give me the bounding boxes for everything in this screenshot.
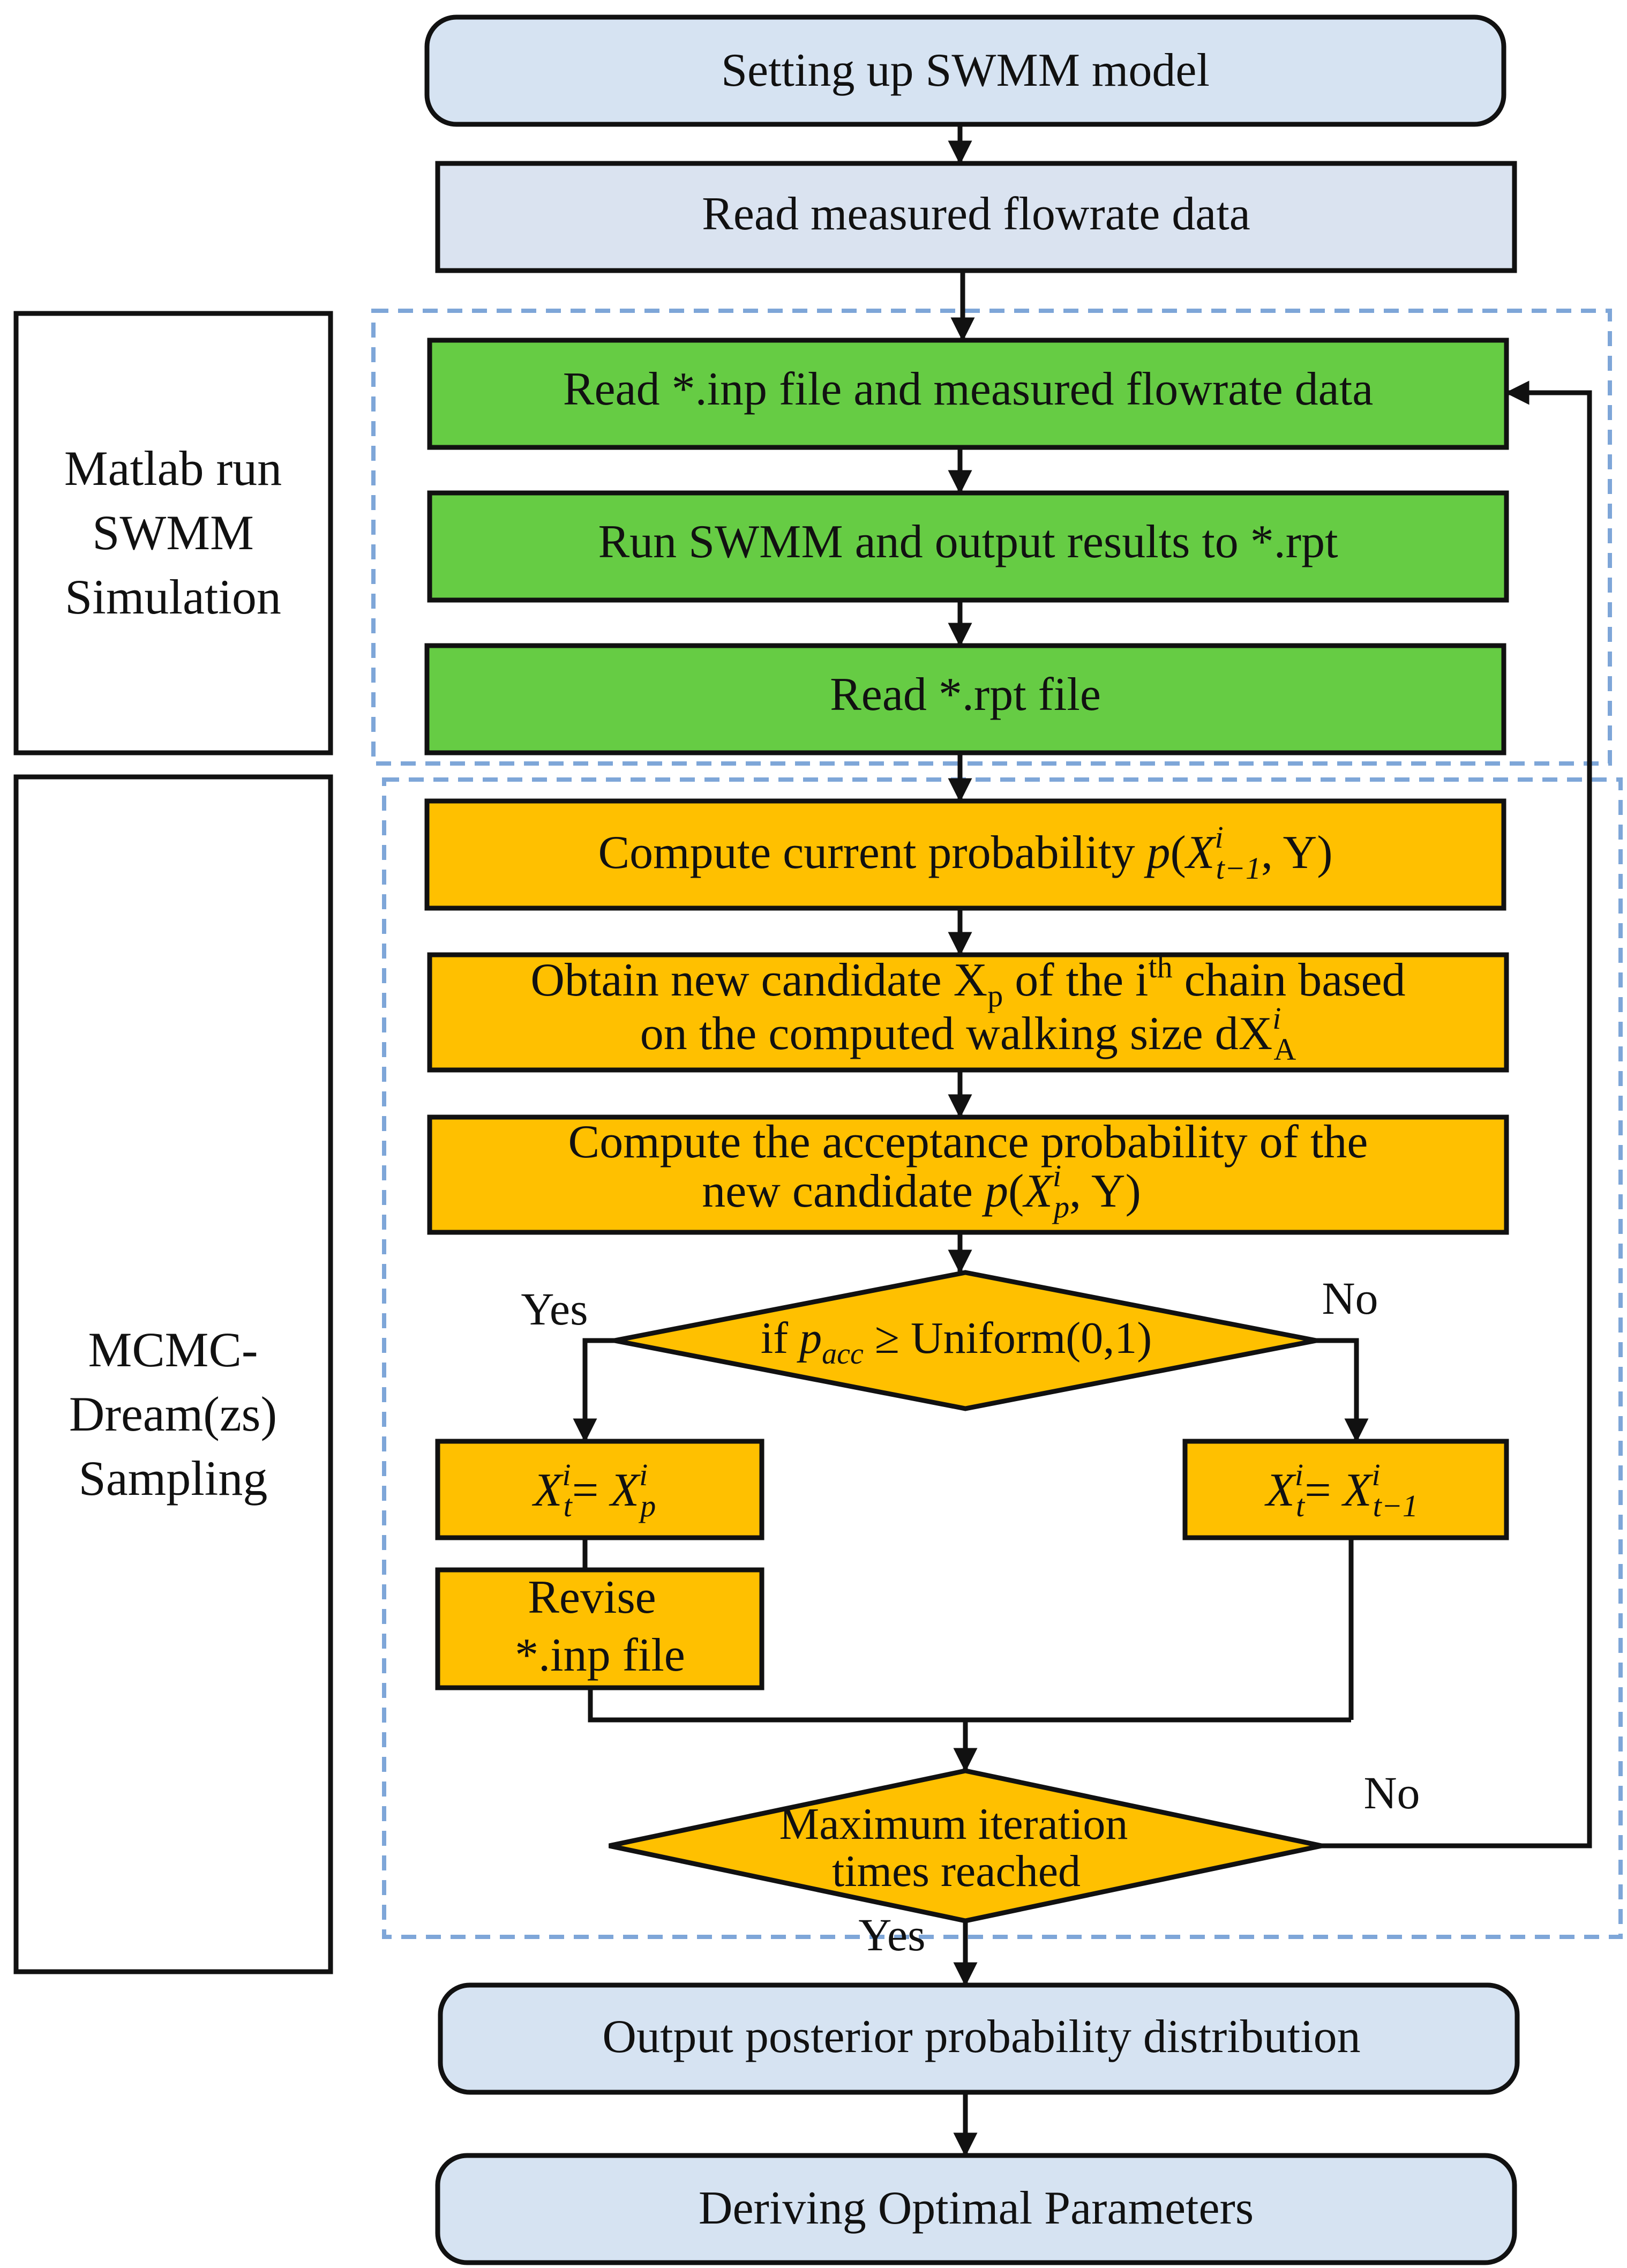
decision-max-line2: times reached — [832, 1846, 1081, 1896]
read-measured-node — [435, 161, 1517, 273]
no-max-label: No — [1363, 1767, 1420, 1818]
mcmc-label-line2: Dream(zs) — [69, 1387, 277, 1441]
accept-assign-node — [435, 1439, 764, 1540]
output-node — [438, 1982, 1520, 2095]
output-label: Output posterior probability distributio… — [602, 2011, 1360, 2063]
run-swmm-label: Run SWMM and output results to *.rpt — [598, 516, 1338, 568]
read-rpt-node — [424, 643, 1506, 755]
matlab-label-box — [13, 311, 333, 755]
compute-current-node — [424, 798, 1506, 911]
revise-line2: *.inp file — [515, 1629, 685, 1681]
mcmc-label-line3: Sampling — [79, 1451, 268, 1506]
read-inp-node — [427, 338, 1509, 450]
yes-max-label: Yes — [858, 1909, 925, 1960]
reject-assign-node — [1182, 1439, 1509, 1540]
setup-node — [424, 14, 1506, 127]
obtain-candidate-line1: Obtain new candidate Xp of the ith chain… — [530, 949, 1405, 1013]
read-inp-label: Read *.inp file and measured flowrate da… — [563, 363, 1374, 415]
revise-line1: Revise — [528, 1571, 656, 1623]
edge-revise-to-merge — [588, 1688, 1351, 1723]
revise-node — [435, 1567, 764, 1690]
decision-accept-label: if pacc ≥ Uniform(0,1) — [761, 1313, 1152, 1371]
obtain-candidate-node — [427, 952, 1509, 1073]
matlab-group-border — [371, 309, 1612, 766]
matlab-label-line3: Simulation — [65, 570, 281, 624]
mcmc-group-border — [382, 777, 1623, 1939]
derive-label: Deriving Optimal Parameters — [699, 2182, 1254, 2234]
matlab-label-line2: SWMM — [92, 505, 254, 560]
decision-accept-node — [614, 1270, 1317, 1411]
read-measured-label: Read measured flowrate data — [702, 188, 1250, 240]
mcmc-label-box — [13, 774, 333, 1974]
edge-decision-no-to-reject — [1316, 1338, 1369, 1443]
edge-decision-max-no-loop — [1322, 380, 1592, 1848]
yes-accept-label: Yes — [521, 1283, 588, 1335]
run-swmm-node — [427, 490, 1509, 603]
setup-label: Setting up SWMM model — [721, 44, 1210, 96]
edge-decision-yes-to-accept — [573, 1338, 614, 1443]
read-rpt-label: Read *.rpt file — [830, 669, 1101, 721]
no-accept-label: No — [1322, 1273, 1378, 1324]
decision-max-line1: Maximum iteration — [779, 1799, 1128, 1849]
mcmc-label-line1: MCMC- — [88, 1322, 258, 1377]
matlab-label-line1: Matlab run — [64, 441, 282, 496]
compute-acceptance-node — [427, 1114, 1509, 1235]
compute-acceptance-line1: Compute the acceptance probability of th… — [568, 1116, 1368, 1168]
